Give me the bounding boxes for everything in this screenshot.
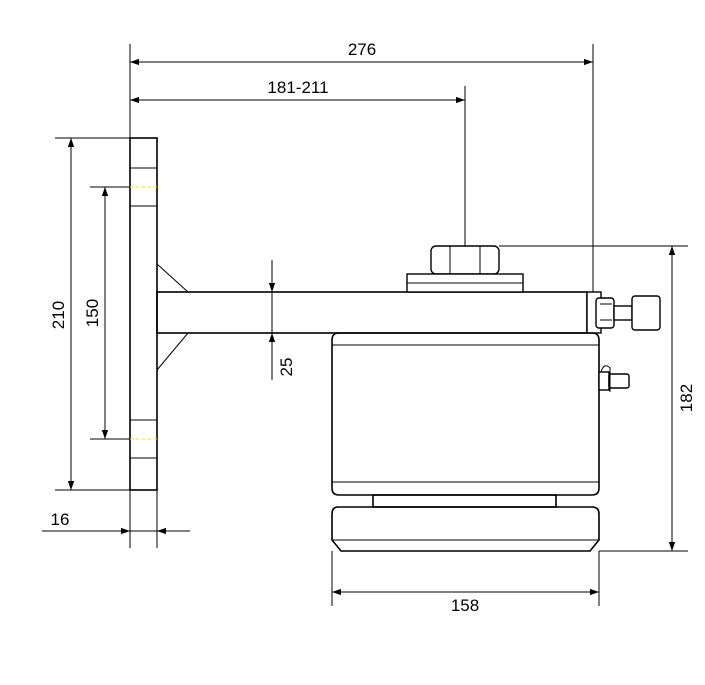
dimension-plate-height: 210	[49, 138, 75, 490]
dimension-arm-reach: 181-211	[130, 78, 465, 104]
dim-label-base-width: 158	[451, 596, 479, 615]
hex-nut	[406, 245, 524, 293]
dim-label-total-height: 182	[677, 384, 696, 412]
gusset	[156, 263, 189, 371]
extension-lines	[55, 44, 688, 606]
base-foot	[331, 506, 600, 552]
dimension-base-width: 158	[332, 588, 599, 615]
end-fitting	[586, 291, 661, 334]
dimension-arm-thickness: 25	[268, 260, 296, 380]
dim-label-plate-thickness: 16	[51, 510, 70, 529]
dim-label-arm-thickness: 25	[277, 358, 296, 377]
dimension-plate-thickness: 16	[42, 510, 190, 535]
side-fitting	[598, 365, 630, 392]
support-arm	[156, 291, 588, 334]
dimension-hole-spacing: 150	[83, 187, 109, 439]
cylinder-body	[331, 332, 600, 496]
mounting-plate	[129, 137, 158, 491]
dimension-overall-length: 276	[130, 40, 593, 66]
dim-label-overall-length: 276	[348, 40, 376, 59]
dimension-total-height: 182	[668, 246, 696, 551]
dim-label-plate-height: 210	[49, 301, 68, 329]
base-neck	[372, 494, 557, 508]
dim-label-arm-reach: 181-211	[267, 78, 328, 97]
dim-label-hole-spacing: 150	[83, 299, 102, 327]
